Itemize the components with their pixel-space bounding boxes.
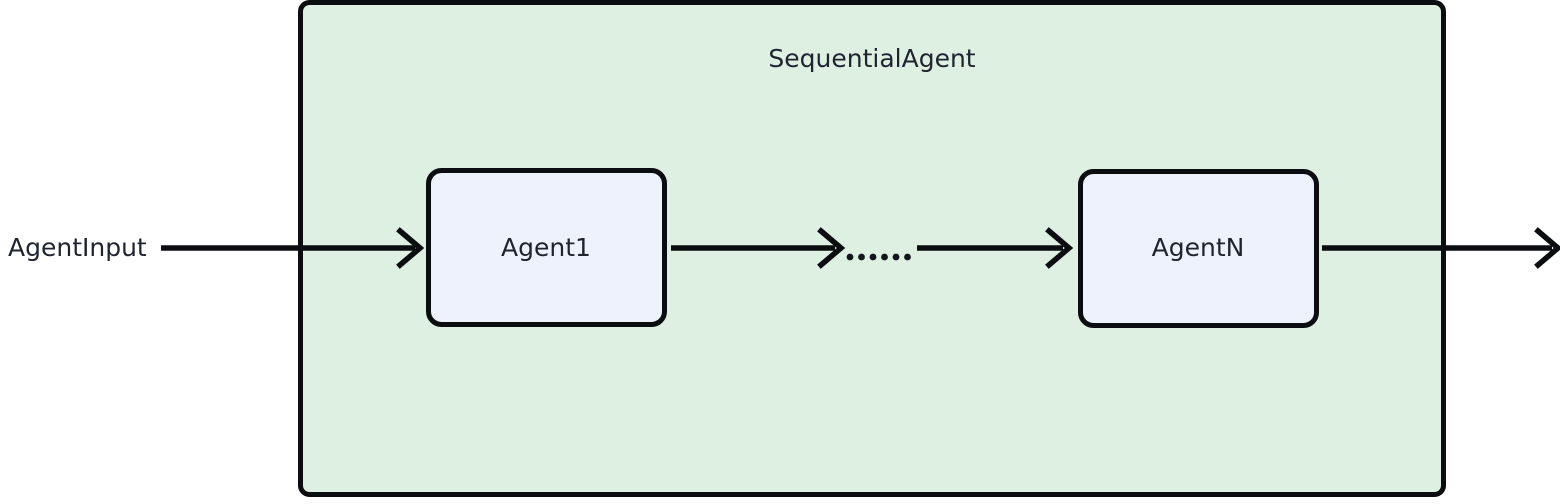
sequential-agent-group-title: SequentialAgent <box>768 44 975 73</box>
arrowhead-agentn-to-output <box>1534 227 1560 269</box>
arrowhead-ellipsis-to-agentn <box>1045 227 1074 269</box>
arrowhead-input-to-agent1 <box>396 227 425 269</box>
ellipsis-dot <box>892 253 900 261</box>
node-agentn-label: AgentN <box>1152 233 1245 262</box>
node-agentn[interactable] <box>1078 169 1319 328</box>
ellipsis-dot <box>869 253 877 261</box>
arrowhead-agent1-to-ellipsis <box>817 227 846 269</box>
node-agent1-label: Agent1 <box>501 233 591 262</box>
agent-input-label: AgentInput <box>8 233 147 262</box>
node-agent1[interactable] <box>426 168 667 327</box>
ellipsis-dots <box>846 253 911 261</box>
ellipsis-dot <box>881 253 888 261</box>
ellipsis-dot <box>846 253 854 261</box>
ellipsis-dot <box>858 253 865 261</box>
ellipsis-dot <box>904 253 911 261</box>
